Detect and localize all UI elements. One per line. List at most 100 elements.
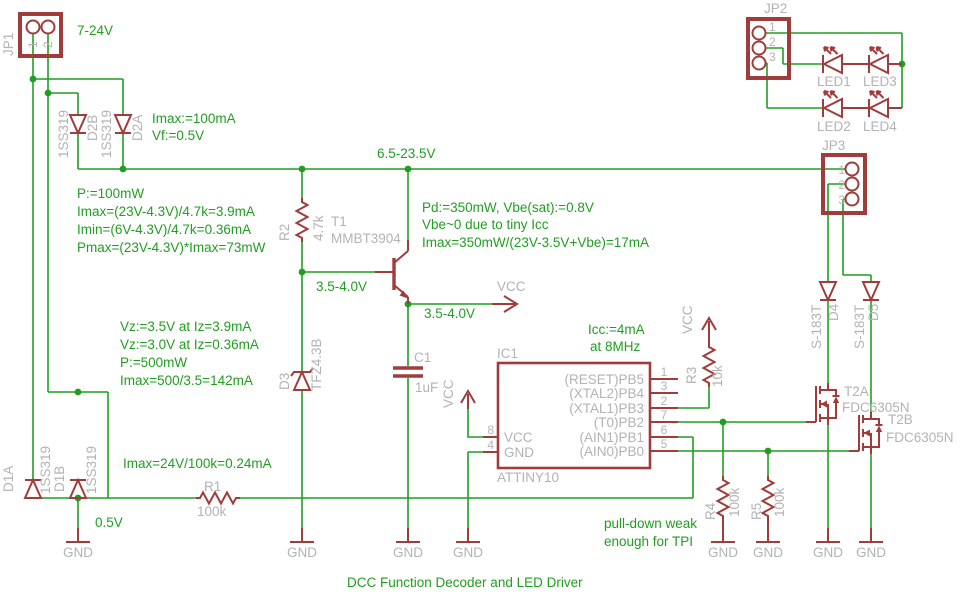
ic1-attiny10[interactable]: IC1 ATTINY10 VCC GND 8 4 (RESET)PB5 (XTA… [483, 346, 678, 485]
ic1-pin-8-num: 8 [487, 423, 494, 437]
connector-jp1[interactable]: JP1 1 2 [1, 12, 63, 58]
gnd-label-3: GND [393, 545, 423, 560]
diode-d5[interactable]: S-183T D5 [852, 281, 881, 349]
vcc-label-ic: VCC [441, 379, 456, 408]
resistor-r1[interactable]: R1 100k [195, 479, 241, 519]
vcc-symbol-r3: VCC [680, 305, 717, 345]
diode-d1a[interactable]: D1A 1SS319 [1, 446, 53, 499]
jp2-pin-2: 2 [769, 35, 776, 49]
vcc-label-emitter: VCC [497, 279, 526, 294]
gnd-label-1: GND [63, 545, 93, 560]
annotation-pulldown: pull-down weak enough for TPI [604, 516, 697, 549]
zener-d3[interactable]: D3 TFZ4.3B [277, 338, 324, 391]
r4-label: R4 [703, 502, 718, 520]
ic1-pin-pb0-label: (AIN0)PB0 [579, 444, 644, 459]
d2b-label: D2B [85, 115, 100, 141]
t2b-label: T2B [888, 412, 913, 427]
net-wires [32, 32, 903, 528]
diode-d2a[interactable]: 1SS319 D2A [99, 110, 145, 158]
r3-value: 10k [710, 365, 725, 387]
led2-symbol[interactable] [822, 90, 845, 118]
d2a-label: D2A [130, 115, 145, 141]
c1-label: C1 [414, 350, 431, 365]
diode-d1b[interactable]: D1B 1SS319 [52, 446, 99, 499]
mosfet-t2a[interactable]: T2A FDC6305N [805, 382, 910, 426]
jp1-pin-1: 1 [26, 41, 40, 48]
annotation-line: Imax=350mW/(23V-3.5V+Vbe)=17mA [422, 235, 649, 250]
annotation-line: Pd:=350mW, Vbe(sat):=0.8V [422, 200, 594, 215]
d5-value: S-183T [852, 305, 867, 349]
d1a-label: D1A [1, 466, 16, 492]
ic1-pin-3-num: 3 [661, 379, 668, 393]
r1-label: R1 [204, 479, 221, 494]
schematic-title: DCC Function Decoder and LED Driver [347, 575, 583, 590]
jp3-pin-3: 3 [838, 193, 845, 207]
annotation-line: P:=100mW [77, 186, 144, 201]
resistor-r3[interactable]: R3 10k [684, 342, 725, 388]
d2b-value: 1SS319 [56, 110, 71, 158]
jp2-label: JP2 [764, 1, 787, 16]
gnd-label-5: GND [708, 545, 738, 560]
annotation-r1: Imax=24V/100k=0.24mA [123, 456, 272, 471]
ic1-value: ATTINY10 [497, 470, 559, 485]
ic1-label: IC1 [497, 346, 518, 361]
emitter-voltage-label: 3.5-4.0V [424, 306, 475, 321]
annotation-line: Imax=24V/100k=0.24mA [123, 456, 272, 471]
ic1-pin-4-num: 4 [487, 438, 494, 452]
jp3-pin-1: 1 [838, 163, 845, 177]
ic1-pin-pb3-label: (XTAL1)PB3 [569, 401, 644, 416]
annotation-line: enough for TPI [604, 534, 693, 549]
t2a-label: T2A [844, 384, 869, 399]
ic1-pin-7-num: 7 [661, 408, 668, 422]
led1-symbol[interactable] [822, 46, 845, 74]
led3-symbol[interactable] [868, 46, 891, 74]
gnd-label-8: GND [856, 545, 886, 560]
vcc-symbol-emitter: VCC [492, 279, 526, 313]
led4-symbol[interactable] [868, 90, 891, 118]
ic1-pin-5-num: 5 [661, 437, 668, 451]
c1-value: 1uF [415, 380, 438, 395]
led-series-links [842, 63, 902, 109]
resistor-r2[interactable]: R2 4.7k [277, 197, 326, 243]
annotation-line: P:=500mW [120, 355, 187, 370]
diode-d2b[interactable]: 1SS319 D2B [56, 110, 100, 158]
d5-label: D5 [866, 304, 881, 321]
annotation-line: Vf:=0.5V [152, 128, 204, 143]
ic1-pin-vcc-label: VCC [504, 430, 533, 445]
led1-label: LED1 [817, 74, 851, 89]
ic1-pin-pb4-label: (XTAL2)PB4 [569, 386, 644, 401]
d1b-label: D1B [52, 466, 67, 492]
connector-jp3[interactable]: JP3 1 2 3 [821, 138, 867, 215]
led3-label: LED3 [863, 74, 897, 89]
mosfet-t2b[interactable]: T2B FDC6305N [848, 411, 954, 455]
jp1-pin-2: 2 [41, 41, 55, 48]
annotation-t1: Pd:=350mW, Vbe(sat):=0.8V Vbe~0 due to t… [422, 200, 649, 250]
capacitor-c1[interactable]: C1 1uF [393, 350, 438, 395]
t1-label: T1 [331, 214, 347, 229]
connector-jp2[interactable]: JP2 1 2 3 [746, 1, 791, 80]
base-voltage-label: 3.5-4.0V [316, 279, 367, 294]
gnd-label-6: GND [753, 545, 783, 560]
d3-value: TFZ4.3B [309, 338, 324, 391]
r5-value: 100k [772, 487, 787, 517]
led2-label: LED2 [817, 119, 851, 134]
jp2-pin-3: 3 [769, 50, 776, 64]
annotation-line: Imax:=100mA [152, 111, 236, 126]
transistor-t1[interactable]: T1 MMBT3904 [331, 214, 409, 304]
gnd-label-4: GND [453, 545, 483, 560]
r3-label: R3 [684, 367, 699, 384]
annotation-icc: Icc:=4mA at 8MHz [588, 322, 645, 354]
ic1-pin-pb5-label: (RESET)PB5 [564, 372, 644, 387]
r2-value: 4.7k [311, 215, 326, 241]
jp3-label: JP3 [822, 138, 845, 153]
annotation-line: at 8MHz [590, 339, 641, 354]
d1b-value: 1SS319 [84, 446, 99, 494]
d3-label: D3 [277, 373, 292, 390]
d4-label: D4 [826, 303, 841, 321]
ic1-pin-1-num: 1 [661, 365, 668, 379]
diode-d4[interactable]: S-183T D4 [809, 281, 841, 349]
ic1-pin-6-num: 6 [661, 423, 668, 437]
annotation-line: Imax=500/3.5=142mA [120, 373, 253, 388]
